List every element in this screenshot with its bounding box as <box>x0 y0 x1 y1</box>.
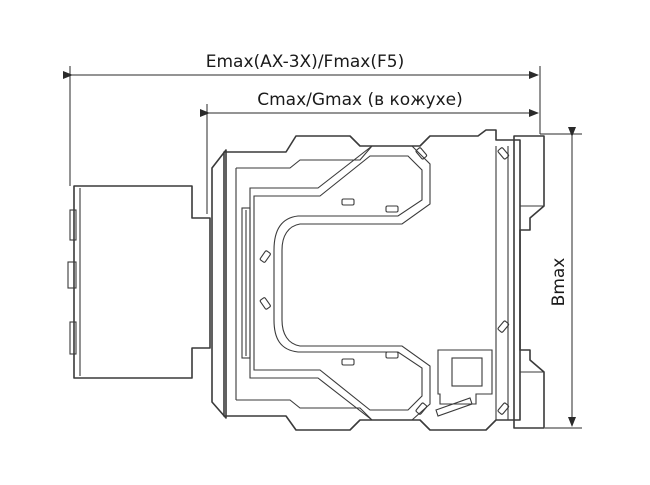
carrier-outline <box>249 145 431 421</box>
aux-latch-top <box>69 209 77 241</box>
din-rail-clip <box>513 135 545 429</box>
left-guide-rail <box>241 207 251 359</box>
bmax-label: Bmax <box>549 258 569 307</box>
screw-slots <box>259 147 510 415</box>
aux-block-body <box>73 185 211 379</box>
terminal-module <box>437 349 493 405</box>
slot-9 <box>497 147 510 160</box>
slot-5 <box>259 250 271 263</box>
dimension-cmax: Cmax/Gmax (в кожухе) <box>200 90 539 214</box>
inner-top-edge <box>236 145 373 169</box>
aux-latch-middle <box>67 261 77 289</box>
terminal-lever <box>435 397 473 417</box>
terminal-window <box>451 357 483 387</box>
rear-flange <box>211 149 227 419</box>
slot-3 <box>341 358 355 366</box>
slot-1 <box>341 198 355 206</box>
aux-latch-bottom <box>69 321 77 355</box>
carrier-inner-outline <box>253 155 423 411</box>
slot-11 <box>497 320 510 333</box>
slot-4 <box>385 351 399 359</box>
slot-10 <box>497 402 510 415</box>
main-housing <box>223 129 521 431</box>
cmax-label: Cmax/Gmax (в кожухе) <box>257 90 463 110</box>
slot-7 <box>415 147 428 160</box>
dimension-emax: Emax(AX-3X)/Fmax(F5) <box>63 52 541 186</box>
dimension-bmax: Bmax <box>540 127 582 429</box>
emax-label: Emax(AX-3X)/Fmax(F5) <box>206 52 404 72</box>
contactor-body <box>211 129 545 431</box>
inner-bottom-edge <box>236 399 373 421</box>
auxiliary-contact-block <box>67 185 211 379</box>
slot-8 <box>415 402 428 415</box>
slot-2 <box>385 205 399 213</box>
slot-6 <box>259 297 271 310</box>
